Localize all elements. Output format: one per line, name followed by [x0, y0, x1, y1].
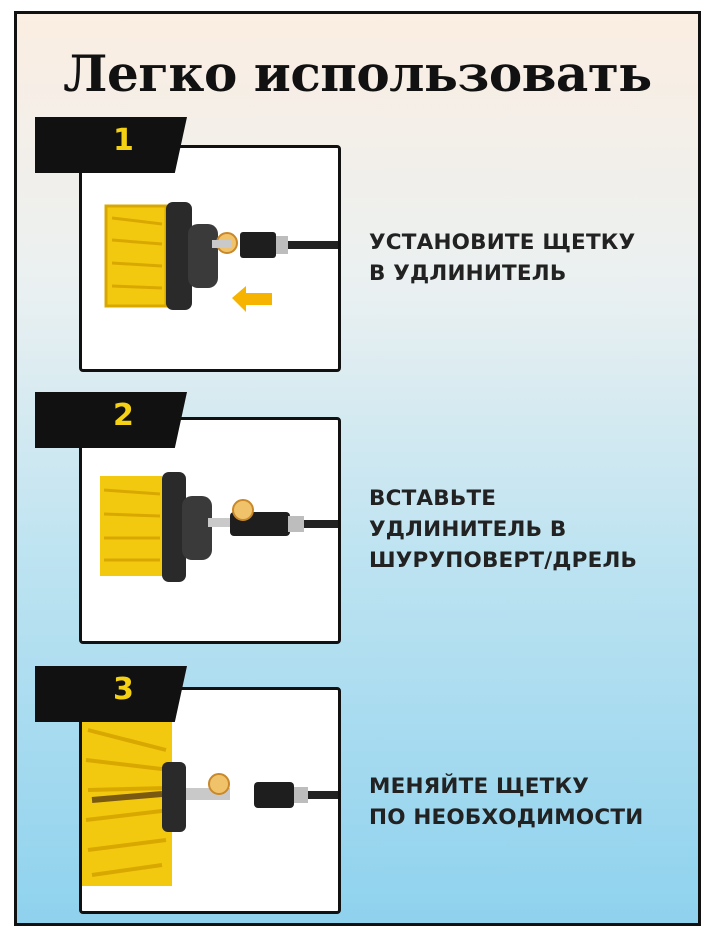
step-1-text: УСТАНОВИТЕ ЩЕТКУ В УДЛИНИТЕЛЬ: [369, 227, 698, 289]
brush-bristles-icon: [104, 204, 168, 308]
extension-connector-icon: [240, 232, 276, 258]
step-text-line: УДЛИНИТЕЛЬ В: [369, 517, 567, 542]
brush-bristles-icon: [82, 716, 172, 886]
step-text-line: В УДЛИНИТЕЛЬ: [369, 261, 567, 286]
extension-connector-icon: [254, 782, 294, 808]
brush-into-extension-illustration: [82, 148, 338, 369]
swap-brush-illustration: [82, 690, 338, 911]
step-2-image-panel: [79, 417, 341, 644]
step-3-number-tag: 3: [35, 666, 187, 722]
step-2-number-tag: 2: [35, 392, 187, 448]
extension-into-drill-illustration: [82, 420, 338, 641]
brush-bristles-icon: [100, 476, 162, 576]
step-3-text: МЕНЯЙТЕ ЩЕТКУ ПО НЕОБХОДИМОСТИ: [369, 771, 698, 833]
step-2-text: ВСТАВЬТЕ УДЛИНИТЕЛЬ В ШУРУПОВЕРТ/ДРЕЛЬ: [369, 483, 698, 576]
brush-base-icon: [162, 762, 186, 832]
step-text-line: ШУРУПОВЕРТ/ДРЕЛЬ: [369, 548, 638, 573]
arrow-left-icon: [232, 286, 272, 312]
step-number: 1: [113, 123, 134, 158]
page-title: Легко использовать: [63, 44, 652, 103]
step-text-line: МЕНЯЙТЕ ЩЕТКУ: [369, 774, 590, 799]
brush-base-icon: [166, 202, 192, 310]
step-number: 2: [113, 398, 134, 433]
step-3-image-panel: [79, 687, 341, 914]
infographic-frame: Легко использовать 1 УСТАНОВИТЕ ЩЕТКУ В …: [14, 11, 701, 926]
step-1-image-panel: [79, 145, 341, 372]
step-1-number-tag: 1: [35, 117, 187, 173]
step-text-line: УСТАНОВИТЕ ЩЕТКУ: [369, 230, 636, 255]
brush-base-icon: [162, 472, 186, 582]
step-number: 3: [113, 672, 134, 707]
step-text-line: ВСТАВЬТЕ: [369, 486, 497, 511]
step-text-line: ПО НЕОБХОДИМОСТИ: [369, 805, 644, 830]
